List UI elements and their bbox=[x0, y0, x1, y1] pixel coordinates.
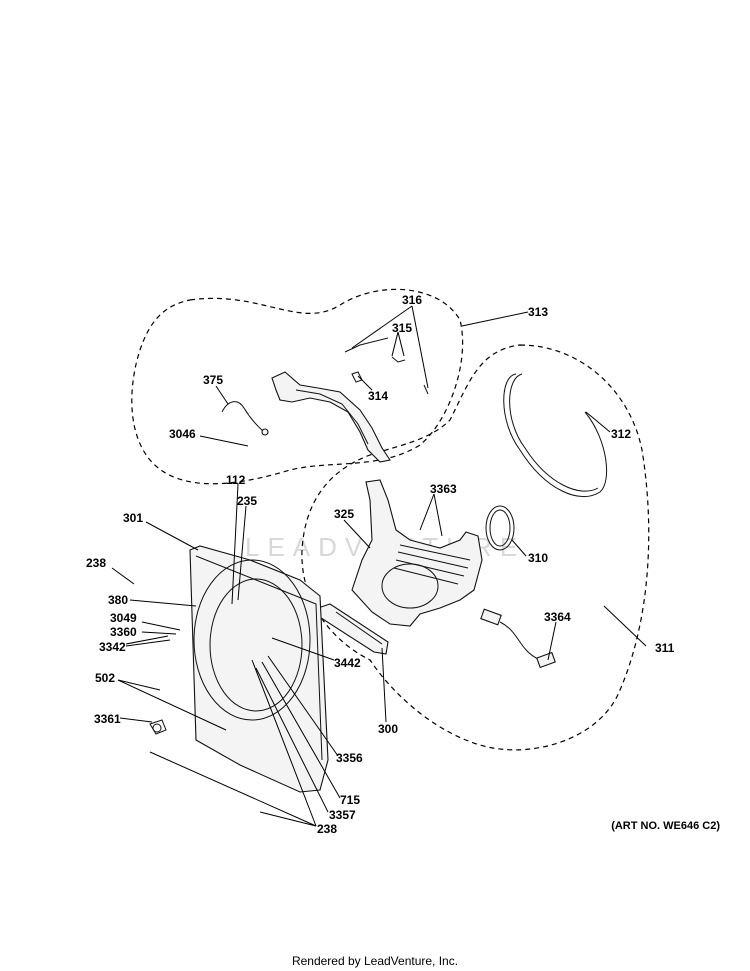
label-3364: 3364 bbox=[544, 610, 571, 624]
group-outline-313 bbox=[131, 288, 464, 485]
label-316: 316 bbox=[402, 293, 422, 307]
part-375-wire bbox=[221, 401, 265, 433]
part-3364-connector-a bbox=[480, 608, 502, 626]
part-3364-connector-b bbox=[536, 651, 556, 669]
label-300: 300 bbox=[378, 722, 398, 736]
label-3442: 3442 bbox=[334, 656, 361, 670]
part-3364-wire bbox=[499, 621, 541, 661]
part-3361-knob bbox=[152, 723, 162, 733]
part-325-opening bbox=[381, 563, 439, 609]
part-310-ring-inner bbox=[489, 509, 511, 547]
part-312-seal-inner bbox=[509, 373, 599, 492]
part-314-bracket bbox=[351, 371, 363, 383]
label-310: 310 bbox=[528, 551, 548, 565]
footer-credit: Rendered by LeadVenture, Inc. bbox=[291, 954, 459, 968]
part-301-door-opening-inner bbox=[209, 578, 303, 712]
label-238-bottom: 238 bbox=[317, 822, 337, 836]
label-3360: 3360 bbox=[110, 625, 137, 639]
label-112: 112 bbox=[226, 473, 246, 487]
label-313: 313 bbox=[528, 305, 548, 319]
label-3357: 3357 bbox=[329, 808, 356, 822]
leader-lines bbox=[111, 305, 647, 827]
part-312-seal bbox=[503, 373, 608, 497]
part-316-wire bbox=[423, 384, 429, 395]
label-3049: 3049 bbox=[110, 611, 137, 625]
label-3363: 3363 bbox=[430, 482, 457, 496]
part-301-door-opening bbox=[193, 559, 311, 721]
part-301-front-panel bbox=[189, 545, 329, 793]
part-325-housing bbox=[351, 479, 483, 627]
part-300-filter-line bbox=[335, 611, 383, 645]
label-238-top: 238 bbox=[86, 556, 106, 570]
label-235: 235 bbox=[237, 494, 257, 508]
part-310-ring bbox=[485, 505, 515, 551]
part-315-clip bbox=[391, 356, 406, 363]
part-325-vanes bbox=[393, 544, 471, 585]
label-380: 380 bbox=[108, 593, 128, 607]
label-314: 314 bbox=[368, 389, 388, 403]
label-375: 375 bbox=[203, 373, 223, 387]
label-3356: 3356 bbox=[336, 751, 363, 765]
label-312: 312 bbox=[611, 427, 631, 441]
group-outline-311 bbox=[301, 344, 650, 751]
part-375-sensor bbox=[261, 428, 269, 436]
label-325: 325 bbox=[334, 507, 354, 521]
label-315: 315 bbox=[392, 321, 412, 335]
part-301-panel-edge bbox=[195, 555, 323, 761]
label-311: 311 bbox=[655, 641, 675, 655]
label-502: 502 bbox=[95, 671, 115, 685]
art-number: (ART NO. WE646 C2) bbox=[611, 820, 720, 832]
label-715: 715 bbox=[340, 793, 360, 807]
part-upper-duct-detail bbox=[295, 389, 369, 445]
part-3361-knob-body bbox=[149, 719, 167, 735]
label-3342: 3342 bbox=[99, 640, 126, 654]
label-301: 301 bbox=[123, 511, 143, 525]
part-316-clip bbox=[344, 337, 389, 353]
part-upper-duct-bracket bbox=[271, 371, 391, 463]
label-3361: 3361 bbox=[94, 712, 121, 726]
label-3046: 3046 bbox=[169, 427, 196, 441]
